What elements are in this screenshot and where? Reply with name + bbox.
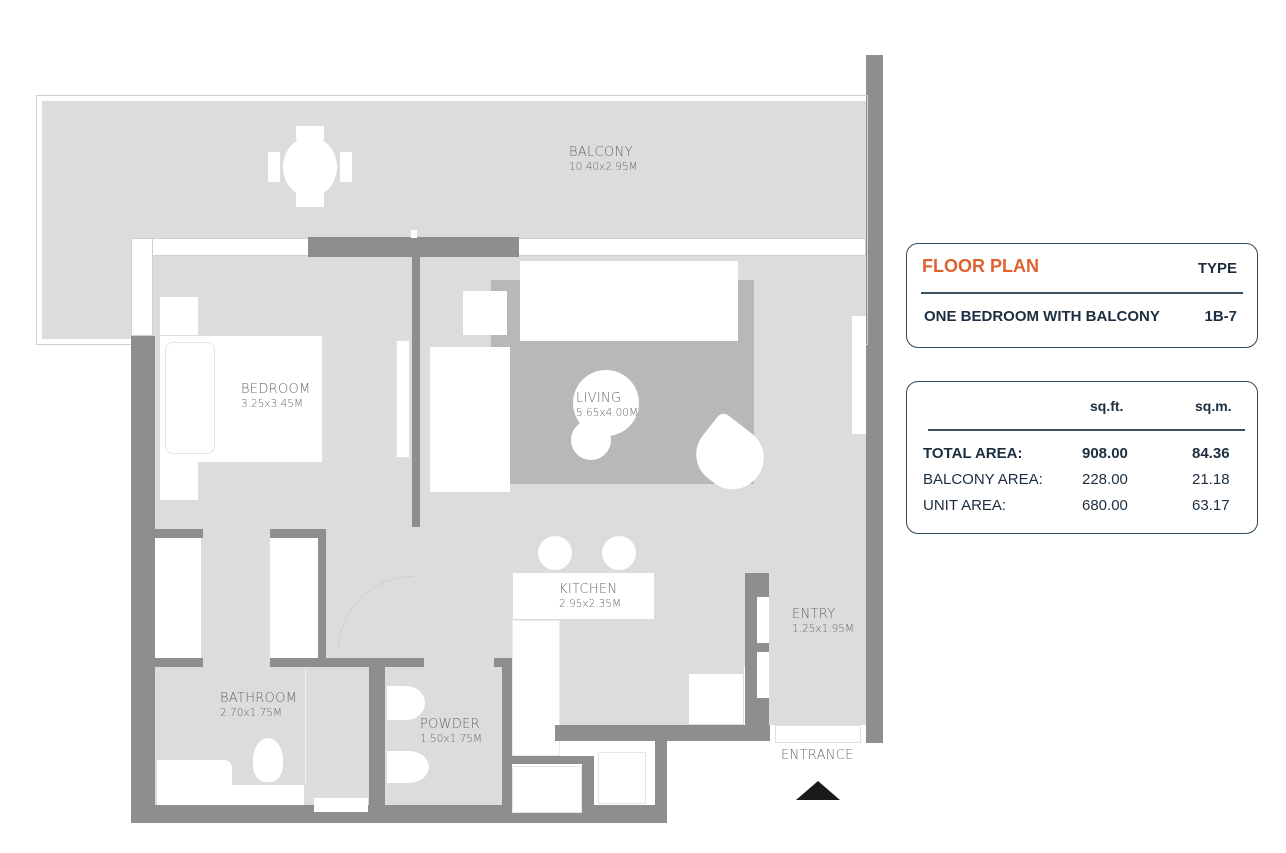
room-dims: 1.25x1.95M (792, 622, 855, 635)
bathroom-toilet (253, 738, 283, 782)
bed (160, 336, 322, 462)
room-label-powder: POWDER 1.50x1.75M (420, 717, 483, 745)
cooktop (598, 752, 646, 804)
area-summary-card: sq.ft. sq.m. TOTAL AREA: 908.00 84.36 BA… (906, 381, 1258, 534)
room-label-kitchen: KITCHEN 2.95x2.35M (559, 582, 622, 610)
unit-area-sqft: 680.00 (1082, 497, 1128, 514)
balcony-chair-top (296, 126, 324, 140)
room-name: BALCONY (569, 145, 633, 160)
type-label: TYPE (1197, 260, 1237, 277)
coffee-table-large (573, 370, 639, 436)
card-divider (921, 292, 1243, 294)
living-chaise (430, 347, 510, 492)
room-label-balcony: BALCONY 10.40x2.95M (569, 145, 638, 173)
nightstand-bottom (160, 462, 198, 500)
room-name: ENTRY (792, 607, 836, 622)
exterior-wall-right (866, 55, 883, 743)
powder-toilet (387, 751, 429, 783)
closet-right (270, 538, 318, 658)
header-sqft: sq.ft. (1090, 398, 1124, 414)
room-label-bathroom: BATHROOM 2.70x1.75M (220, 691, 298, 719)
entry-closet-2 (757, 652, 769, 698)
room-name: POWDER (420, 717, 480, 732)
wall-powder-top (494, 658, 512, 667)
wall-bathroom-top-left (155, 658, 203, 667)
room-dims: 5.65x4.00M (576, 406, 639, 419)
bathroom-vent (314, 798, 368, 812)
bar-stool-2 (602, 536, 636, 570)
total-area-sqft: 908.00 (1082, 445, 1128, 462)
exterior-wall-left (131, 336, 155, 822)
wall-kitchen-step (655, 725, 667, 821)
room-name: LIVING (576, 391, 622, 406)
room-label-entry: ENTRY 1.25x1.95M (792, 607, 855, 635)
total-area-sqm: 84.36 (1192, 445, 1230, 462)
balcony-area-label: BALCONY AREA: (923, 471, 1043, 488)
room-dims: 1.50x1.75M (420, 732, 483, 745)
unit-name: ONE BEDROOM WITH BALCONY (924, 308, 1160, 325)
closet-left (155, 538, 201, 658)
card-divider (928, 429, 1245, 431)
floor-plan: BALCONY 10.40x2.95M BEDROOM 3.25x3.45M L… (36, 55, 883, 823)
wall-closet-top-right (270, 529, 325, 538)
unit-type: 1B-7 (1204, 308, 1237, 325)
window-strip-left (131, 238, 153, 336)
kitchen-store (512, 766, 582, 813)
room-name: KITCHEN (559, 582, 618, 597)
wall-bedroom-living (412, 257, 420, 575)
card-title: FLOOR PLAN (922, 256, 1039, 276)
bar-stool-1 (538, 536, 572, 570)
room-dims: 10.40x2.95M (569, 160, 638, 173)
fridge (689, 674, 743, 724)
balcony-round-table (283, 137, 337, 197)
kitchen-counter (512, 620, 560, 756)
wall-kitchen-bottom-left (510, 756, 590, 764)
floor-plan-type-card: FLOOR PLAN TYPE ONE BEDROOM WITH BALCONY… (906, 243, 1258, 348)
wall-marker (411, 230, 417, 238)
balcony-area-sqft: 228.00 (1082, 471, 1128, 488)
wall-kitchen-bottom (555, 725, 668, 741)
entrance-arrow-icon (796, 781, 840, 800)
side-table (463, 291, 507, 335)
bathroom-vanity (157, 760, 232, 805)
entrance-label: ENTRANCE (781, 748, 854, 763)
wall-bathroom-top-right (270, 658, 424, 667)
living-sofa (520, 261, 738, 341)
nightstand-top (160, 297, 198, 335)
room-dims: 2.70x1.75M (220, 706, 283, 719)
shower-area (305, 670, 367, 784)
entry-closet-1 (757, 597, 769, 643)
wall-store-right (582, 756, 594, 816)
unit-area-label: UNIT AREA: (923, 497, 1007, 514)
tv-unit (852, 316, 866, 434)
entrance-threshold (775, 725, 861, 743)
total-area-label: TOTAL AREA: (923, 445, 1023, 462)
room-label-living: LIVING 5.65x4.00M (576, 391, 639, 419)
wall-closet-right (318, 529, 326, 659)
room-dims: 2.95x2.35M (559, 597, 622, 610)
kitchen-island (513, 573, 654, 619)
bedroom-wardrobe (396, 340, 410, 458)
room-dims: 3.25x3.45M (241, 397, 304, 410)
wall-kitchen-right-bottom (655, 725, 770, 741)
wall-top-center (308, 237, 519, 257)
bathroom-vanity-ext (232, 785, 304, 805)
room-label-bedroom: BEDROOM 3.25x3.45M (241, 382, 311, 410)
wall-powder-right (502, 658, 512, 808)
balcony-area-sqm: 21.18 (1192, 471, 1230, 488)
room-name: BEDROOM (241, 382, 311, 397)
unit-area-sqm: 63.17 (1192, 497, 1230, 514)
powder-sink (387, 686, 425, 720)
balcony-chair-right (340, 152, 352, 182)
entry-floor (769, 573, 866, 725)
wall-closet-top-left (155, 529, 203, 538)
room-name: BATHROOM (220, 691, 298, 706)
bed-pillows (165, 342, 215, 454)
wall-bathroom-powder (369, 667, 385, 807)
header-sqm: sq.m. (1195, 398, 1232, 414)
balcony-chair-left (268, 152, 280, 182)
balcony-chair-bottom (296, 193, 324, 207)
